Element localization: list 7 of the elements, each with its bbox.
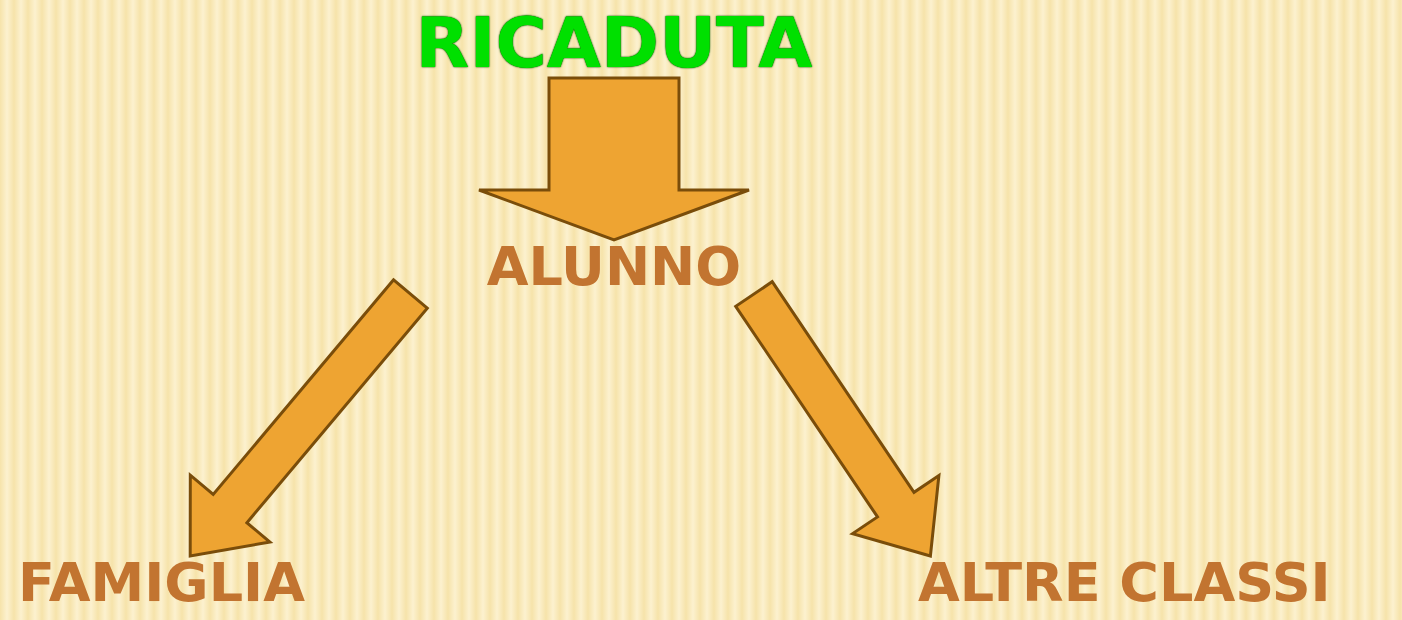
block-arrow: [477, 76, 751, 242]
node-label: ALUNNO: [486, 240, 742, 294]
heading-text: RICADUTA: [415, 8, 813, 78]
block-arrow: [188, 277, 430, 558]
node-label: FAMIGLIA: [18, 556, 305, 610]
block-arrow: [733, 279, 941, 558]
node-label: ALTRE CLASSI: [918, 556, 1331, 610]
